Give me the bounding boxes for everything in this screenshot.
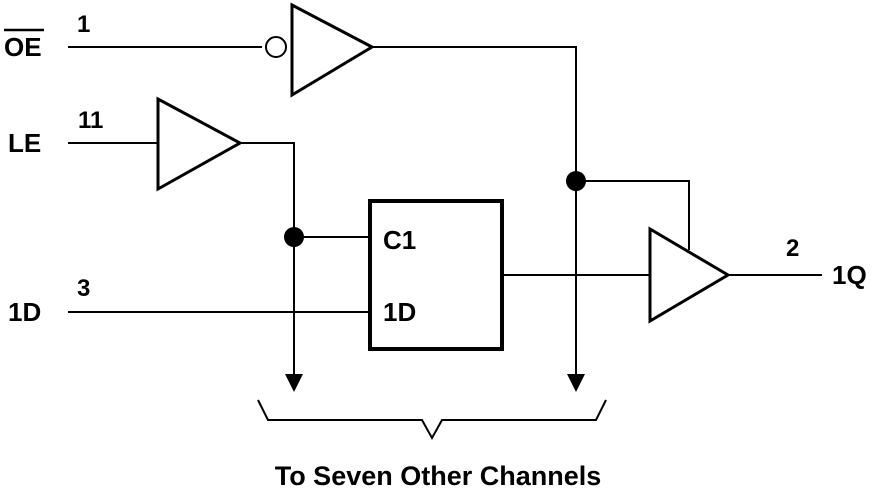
d-signal-label: 1D (8, 297, 41, 327)
le-junction-dot (284, 227, 304, 247)
latch-1d-label: 1D (383, 297, 416, 327)
channels-brace (257, 399, 607, 441)
channels-caption: To Seven Other Channels (275, 461, 602, 491)
oe-enable-wire (372, 46, 577, 376)
oe-pin-number: 1 (77, 11, 90, 38)
oe-signal-label: OE (4, 32, 42, 62)
le-down-arrow (285, 374, 303, 392)
oe-down-arrow (567, 374, 585, 392)
latch-c1-label: C1 (383, 225, 416, 255)
le-signal-label: LE (8, 128, 41, 158)
enable-tap-wire (576, 180, 690, 250)
le-buffer-gate (156, 96, 244, 192)
le-pin-number: 11 (78, 107, 103, 134)
oe-buffer-gate (290, 2, 376, 98)
oe-junction-dot (566, 171, 586, 191)
output-buffer-gate (648, 226, 731, 324)
d-pin-number: 3 (77, 275, 90, 302)
oe-inversion-bubble (265, 36, 287, 58)
q-signal-label: 1Q (832, 260, 867, 290)
q-pin-number: 2 (786, 235, 799, 262)
le-clock-wire (240, 142, 295, 376)
